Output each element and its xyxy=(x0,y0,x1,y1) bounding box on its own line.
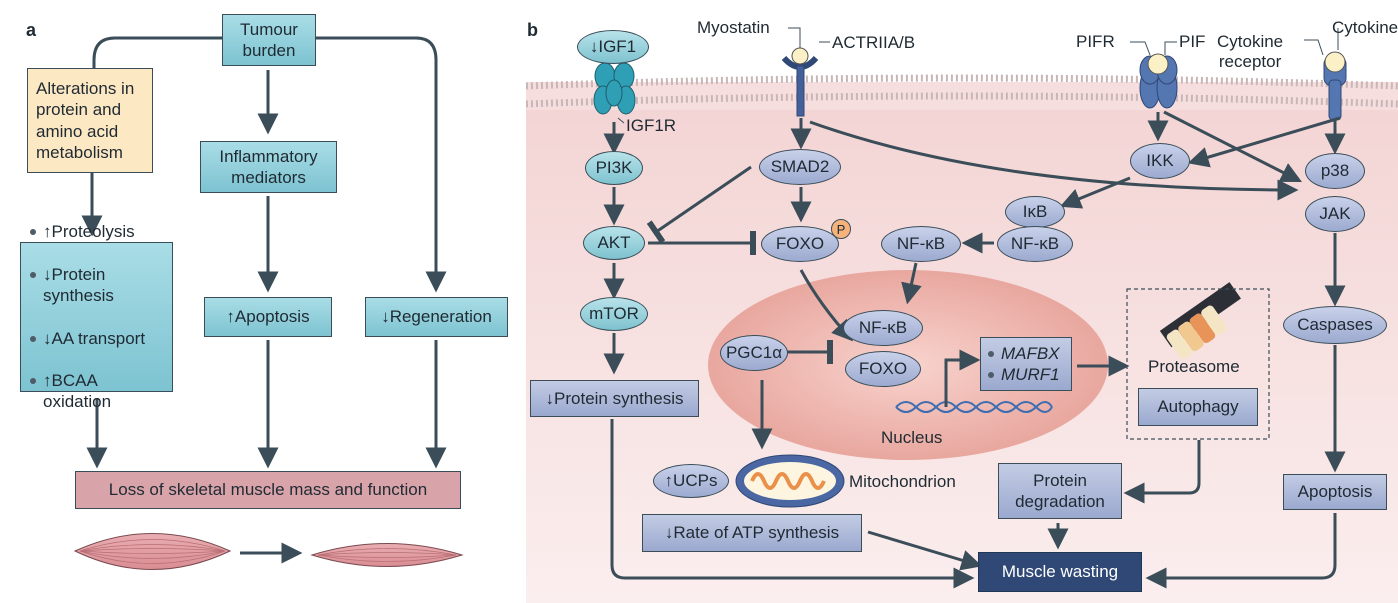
mitochondrion-label: Mitochondrion xyxy=(849,472,956,491)
membrane-inner-leaflet xyxy=(525,92,1398,108)
pif-label: PIF xyxy=(1179,32,1206,51)
gene-murf1: MURF1 xyxy=(987,364,1060,385)
muscle-small-icon xyxy=(310,543,464,567)
proteasome-label: Proteasome xyxy=(1148,357,1240,376)
jak-node: JAK xyxy=(1305,196,1365,232)
phosphate-badge: P xyxy=(831,219,851,239)
pi3k-node: PI3K xyxy=(585,151,643,185)
caspases-node: Caspases xyxy=(1283,306,1387,344)
alterations-metabolism-box: Alterations in protein and amino acid me… xyxy=(27,68,153,173)
gene-mafbx: MAFBX xyxy=(987,343,1060,364)
target-genes-box: MAFBX MURF1 xyxy=(980,337,1072,391)
smad2-node: SMAD2 xyxy=(759,149,841,185)
protein-degradation-box: Protein degradation xyxy=(998,463,1122,519)
foxo-node: FOXO xyxy=(761,226,839,262)
mtor-node: mTOR xyxy=(580,297,648,331)
cytokine-receptor-icon xyxy=(1323,51,1347,121)
metabolic-effects-box: ↑Proteolysis ↓Protein synthesis ↓AA tran… xyxy=(20,222,173,411)
igf1r-label: IGF1R xyxy=(626,116,677,135)
myostatin-label: Myostatin xyxy=(697,18,770,37)
degradation-system-frame xyxy=(1126,288,1270,440)
muscle-wasting-box: Muscle wasting xyxy=(978,552,1142,592)
igf1r-receptor xyxy=(593,62,636,115)
igf1-node: ↓IGF1 xyxy=(577,30,649,64)
nucleus-nfkb-node: NF-κB xyxy=(843,310,923,346)
ikb-node: IκB xyxy=(1005,196,1065,228)
nfkb-node: NF-κB xyxy=(881,226,961,262)
autophagy-box: Autophagy xyxy=(1138,388,1258,426)
cytokine-label: Cytokine xyxy=(1332,18,1398,37)
p38-node: p38 xyxy=(1305,153,1365,189)
extracellular-space xyxy=(526,0,1398,82)
effect-protein-synthesis: ↓Protein synthesis xyxy=(29,264,145,307)
regeneration-box: ↓Regeneration xyxy=(365,297,508,337)
nucleus-label: Nucleus xyxy=(881,428,943,447)
pifr-receptor xyxy=(1139,53,1178,109)
dna-helix xyxy=(895,401,1053,413)
effect-bcaa-oxidation: ↑BCAA oxidation xyxy=(29,370,145,413)
nfkb-complex-node: NF-κB xyxy=(997,226,1073,262)
actriia-label: ACTRIIA/B xyxy=(832,33,916,52)
protein-synthesis-box: ↓Protein synthesis xyxy=(530,380,699,417)
apoptosis-box-b: Apoptosis xyxy=(1283,474,1387,510)
akt-node: AKT xyxy=(583,226,645,260)
ikk-node: IKK xyxy=(1130,143,1190,179)
proteasome-icon xyxy=(1159,282,1241,360)
nucleus-foxo-node: FOXO xyxy=(845,351,921,387)
effect-proteolysis: ↑Proteolysis xyxy=(29,221,145,242)
effect-aa-transport: ↓AA transport xyxy=(29,328,145,349)
ucps-node: ↑UCPs xyxy=(653,464,729,498)
actriia-receptor xyxy=(781,47,819,117)
panel-a-letter: a xyxy=(26,20,37,40)
loss-muscle-box: Loss of skeletal muscle mass and functio… xyxy=(75,471,461,509)
inflammatory-mediators-box: Inflammatory mediators xyxy=(200,141,337,193)
tumour-burden-box: Tumour burden xyxy=(222,14,316,66)
apoptosis-box-a: ↑Apoptosis xyxy=(204,297,332,337)
cytokine-receptor-label: Cytokine receptor xyxy=(1217,32,1284,72)
membrane-outer-leaflet xyxy=(525,74,1398,90)
pifr-label: PIFR xyxy=(1076,32,1115,51)
panel-b-letter: b xyxy=(527,20,538,40)
atp-synthesis-box: ↓Rate of ATP synthesis xyxy=(642,514,862,552)
mitochondrion-icon xyxy=(735,454,845,508)
muscle-large-icon xyxy=(73,533,232,570)
pgc1a-node: PGC1α xyxy=(720,335,788,371)
